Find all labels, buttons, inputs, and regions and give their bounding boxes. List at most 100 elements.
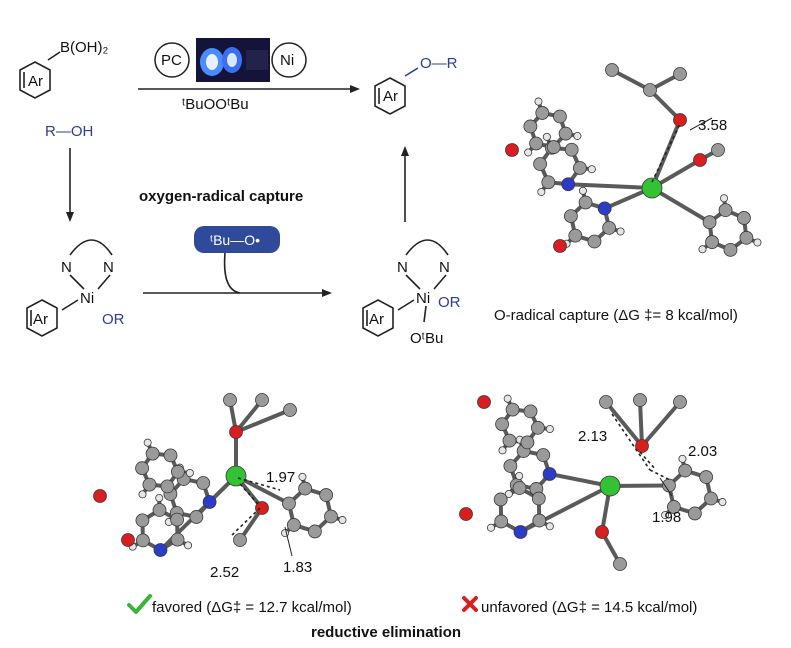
hydrogen-atom xyxy=(545,522,554,531)
oxygen-atom xyxy=(673,113,687,127)
carbon-atom xyxy=(578,195,593,210)
hydrogen-atom xyxy=(678,454,687,463)
carbon-atom xyxy=(170,512,184,527)
nickel-cycle: Ni xyxy=(271,42,307,78)
blue-led-photo xyxy=(196,38,270,82)
carbon-atom xyxy=(533,157,547,171)
radical-badge-label: ᵗBu—O• xyxy=(210,232,260,248)
carbon-atom xyxy=(503,459,518,473)
carbon-atom xyxy=(189,510,204,524)
photocatalyst-cycle: PC xyxy=(154,42,190,78)
carbon-atom xyxy=(531,420,545,435)
carbon-atom xyxy=(536,448,551,462)
photocatalyst-label: PC xyxy=(161,52,182,69)
favored-distance-3: 1.83 xyxy=(283,559,312,576)
nickel-cycle-label: Ni xyxy=(280,52,294,69)
carbon-atom xyxy=(702,215,717,230)
carbon-atom xyxy=(283,403,297,417)
carbon-atom xyxy=(145,446,160,461)
favored-distance-1: 1.97 xyxy=(266,469,295,486)
oxygen-atom xyxy=(693,153,707,167)
nitrogen-atom xyxy=(597,201,612,216)
hydrogen-atom xyxy=(753,238,762,247)
hydrogen-atom xyxy=(143,438,152,447)
carbon-atom xyxy=(613,557,627,571)
carbon-atom xyxy=(587,234,602,249)
nitrogen-atom xyxy=(561,177,576,192)
carbon-atom xyxy=(298,481,313,496)
oxygen-atom xyxy=(255,501,269,515)
cross-icon xyxy=(462,596,478,612)
bond-stick xyxy=(610,68,652,92)
unfavored-distance-3: 1.98 xyxy=(652,509,681,526)
carbon-atom xyxy=(678,463,693,478)
hydrogen-atom xyxy=(503,394,512,403)
carbon-atom xyxy=(307,524,322,539)
carbon-atom xyxy=(324,509,338,524)
carbon-atom xyxy=(718,203,733,218)
carbon-atom xyxy=(633,393,647,407)
right-or-label: OR xyxy=(438,294,461,311)
unfavored-caption: unfavored (ΔG‡ = 14.5 kcal/mol) xyxy=(481,599,697,616)
left-ni-label: Ni xyxy=(80,290,94,307)
hydrogen-atom xyxy=(155,494,164,503)
oxidant-label: ᵗBuOOᵗBu xyxy=(182,96,249,113)
hydrogen-atom xyxy=(524,148,533,157)
structure-radical-capture: 3.58 O-radical capture (ΔG ‡= 8 kcal/mol… xyxy=(494,63,762,324)
hydrogen-atom xyxy=(616,227,625,236)
reactant-arylboronic-acid: Ar B(OH)₂ xyxy=(19,39,108,99)
carbon-atom xyxy=(666,500,681,514)
oxygen-atom xyxy=(229,425,243,439)
hydrogen-atom xyxy=(515,472,524,481)
carbon-atom xyxy=(673,67,687,81)
carbon-atom xyxy=(135,513,150,528)
carbon-atom xyxy=(523,404,538,419)
oxygen-atom xyxy=(553,239,567,253)
carbon-atom xyxy=(553,109,567,124)
carbon-atom xyxy=(541,175,556,190)
hydrogen-atom xyxy=(573,131,582,140)
left-n2-label: N xyxy=(103,259,114,276)
radical-capture-distance: 3.58 xyxy=(698,117,727,134)
oxygen-atom xyxy=(93,489,107,503)
carbon-atom xyxy=(160,479,175,494)
oxygen-atom xyxy=(635,439,649,453)
carbon-atom xyxy=(196,476,211,490)
right-n2-label: N xyxy=(439,259,450,276)
carbon-atom xyxy=(135,461,149,476)
hydrogen-atom xyxy=(542,132,551,141)
bond-stick xyxy=(638,398,644,448)
hydrogen-atom xyxy=(718,498,727,507)
nickel-atom xyxy=(225,465,247,487)
radical-capture-caption: O-radical capture (ΔG ‡= 8 kcal/mol) xyxy=(494,307,738,324)
carbon-atom xyxy=(599,395,613,409)
product-aryl-ether: Ar O—R xyxy=(374,55,458,115)
intermediate-right-complex: N N Ni Ar OR OᵗBu xyxy=(362,239,461,347)
carbon-atom xyxy=(535,106,550,120)
radical-curved-arrow xyxy=(223,252,241,294)
hydrogen-atom xyxy=(578,186,587,195)
oxygen-atom xyxy=(505,143,519,157)
carbon-atom xyxy=(136,533,150,548)
carbon-atom xyxy=(493,492,508,507)
bond-stick xyxy=(648,88,682,122)
carbon-atom xyxy=(673,395,687,409)
hydrogen-atom xyxy=(338,516,347,525)
carbon-atom xyxy=(573,161,587,175)
hydrogen-atom xyxy=(545,424,554,433)
carbon-atom xyxy=(704,491,718,506)
hydrogen-atom xyxy=(587,165,596,174)
intermediate-left-complex: N N Ni Ar OR xyxy=(26,239,125,337)
hydrogen-atom xyxy=(138,490,147,499)
bond-stick xyxy=(234,408,292,434)
carbon-atom xyxy=(223,393,237,407)
carbon-atom xyxy=(531,491,546,506)
nickel-atom xyxy=(599,475,621,497)
hydrogen-atom xyxy=(185,468,194,477)
carbon-atom xyxy=(142,477,157,492)
carbon-atom xyxy=(739,230,754,245)
hydrogen-atom xyxy=(661,511,670,520)
nitrogen-atom xyxy=(513,525,528,539)
carbon-atom xyxy=(512,481,527,495)
nickel-atom xyxy=(641,177,663,199)
